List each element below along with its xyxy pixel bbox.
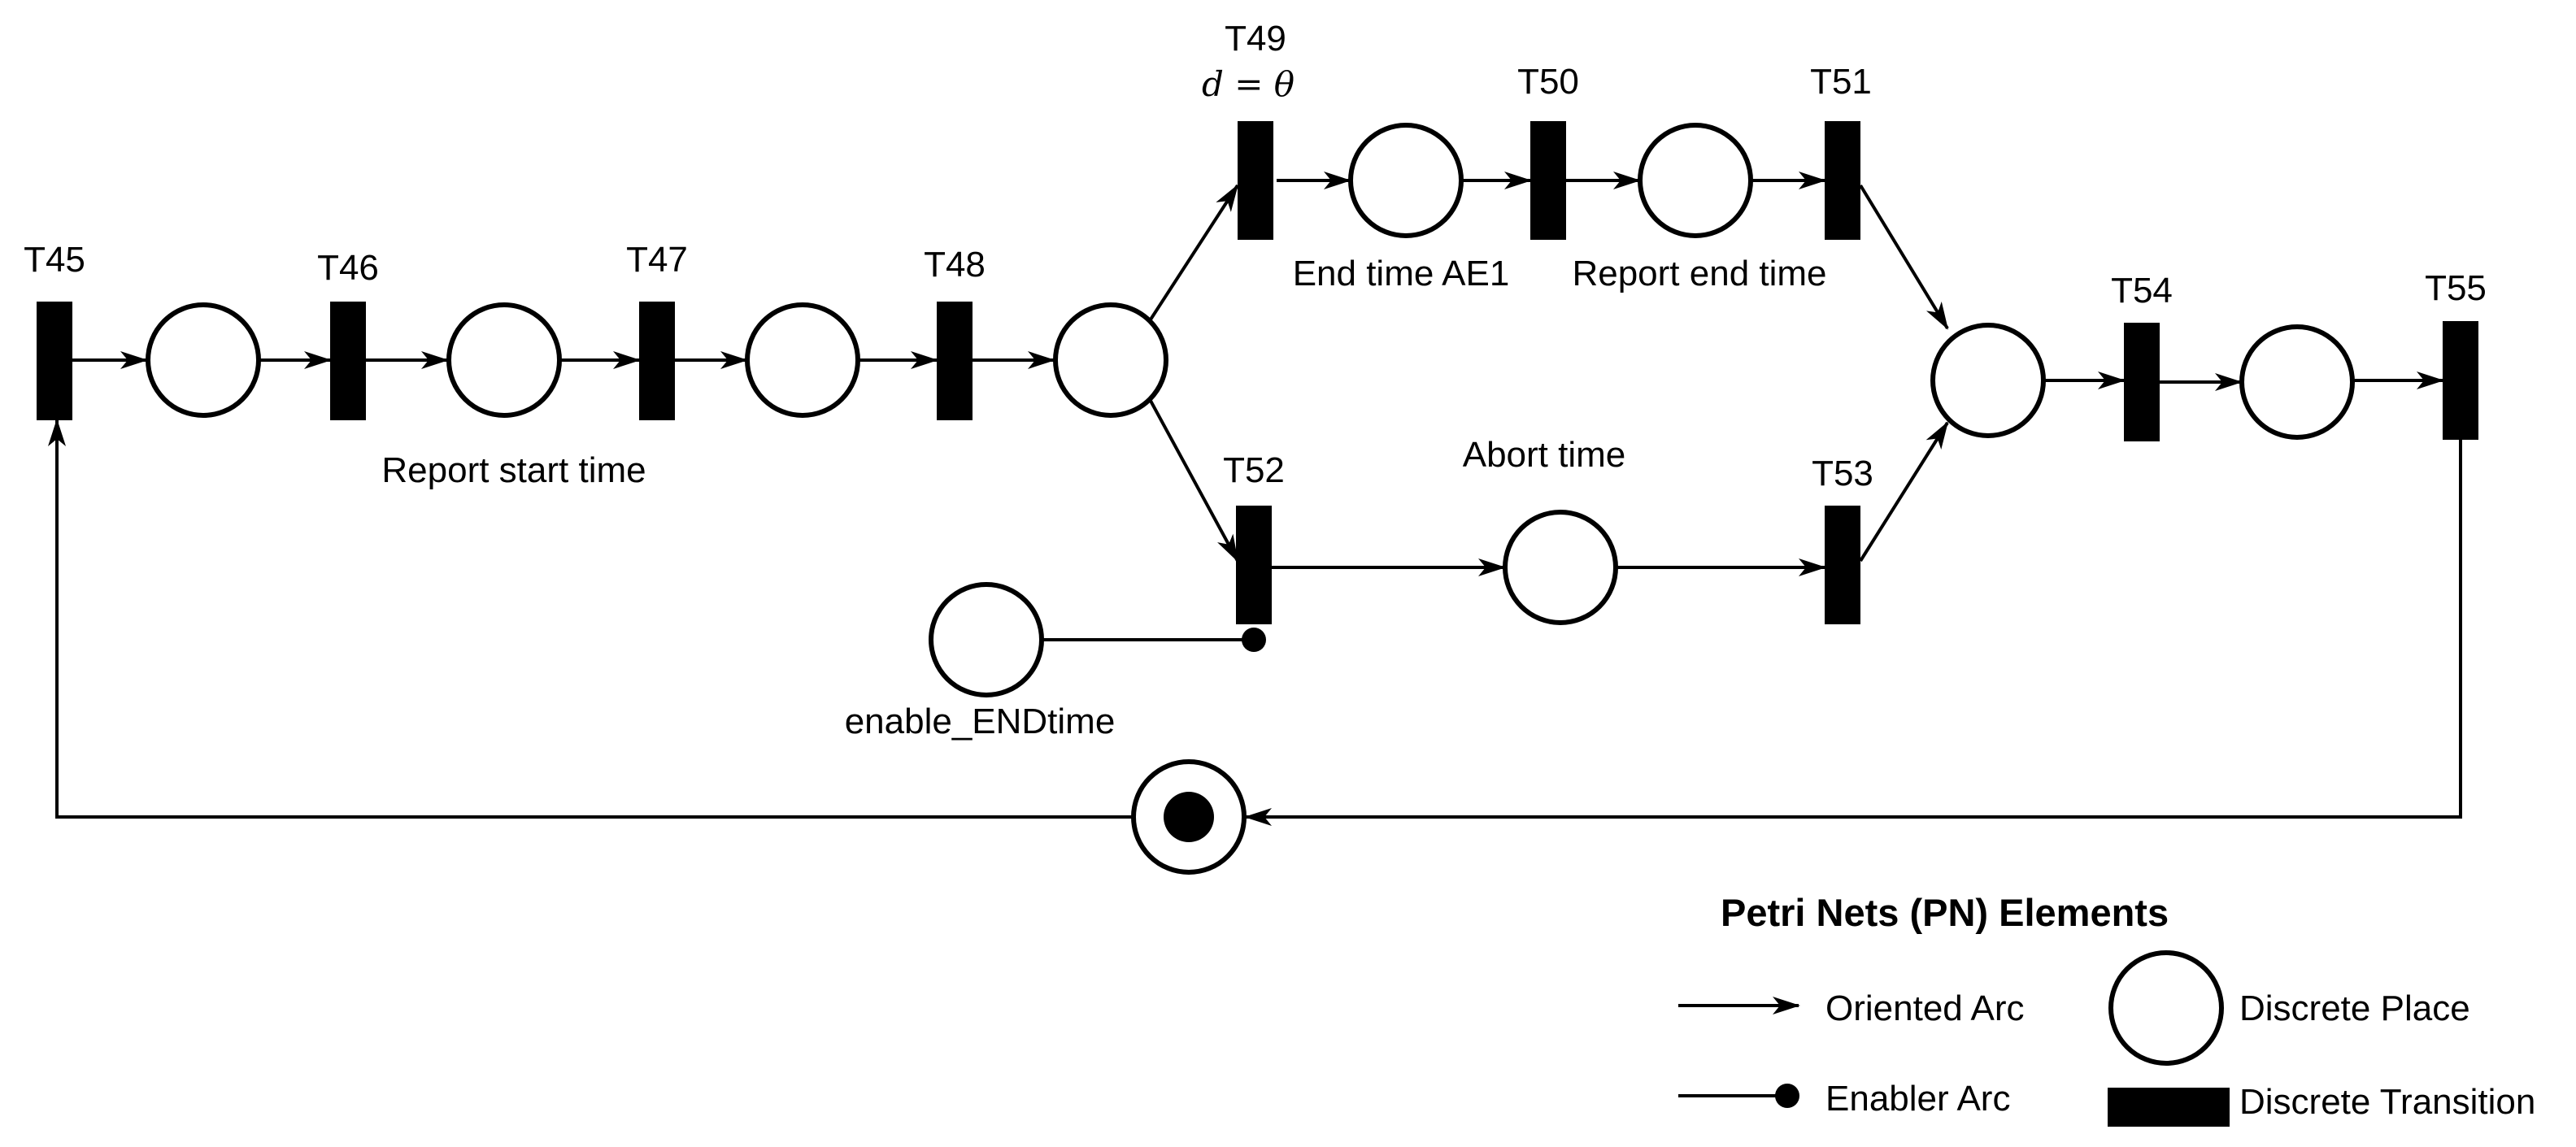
transition-t54 — [2124, 323, 2160, 441]
label-t51: T51 — [1810, 62, 1872, 102]
transition-t49 — [1238, 121, 1273, 240]
legend-enabler-arc-label: Enabler Arc — [1825, 1079, 2010, 1119]
label-enable-endtime: enable_ENDtime — [845, 702, 1116, 741]
token — [1164, 792, 1214, 842]
arc-t51-p7 — [1859, 184, 1949, 330]
legend-discrete-place-label: Discrete Place — [2239, 988, 2470, 1028]
label-report-start-time: Report start time — [381, 450, 646, 490]
place-p3 — [745, 302, 860, 418]
label-report-end-time: Report end time — [1572, 254, 1826, 293]
label-t50: T50 — [1517, 62, 1579, 102]
arc-t55-initial-place — [1244, 439, 2462, 826]
transition-t45 — [37, 302, 72, 420]
place-p7 — [1930, 323, 2046, 438]
arc-p4-t49 — [1149, 184, 1239, 321]
legend-title: Petri Nets (PN) Elements — [1721, 891, 2169, 934]
legend-enabler-arc-dot — [1775, 1084, 1799, 1108]
transition-t53 — [1825, 506, 1860, 624]
label-t47: T47 — [626, 240, 688, 280]
place-p9 — [2239, 324, 2355, 440]
place-abort-time — [1503, 510, 1618, 625]
place-end-time-ae1 — [1348, 123, 1464, 238]
label-t48: T48 — [924, 245, 986, 285]
legend: Petri Nets (PN) Elements Oriented Arc En… — [1678, 891, 2535, 1127]
legend-oriented-arc-label: Oriented Arc — [1825, 988, 2025, 1028]
label-t49: T49 — [1225, 19, 1286, 59]
label-t52: T52 — [1223, 450, 1285, 490]
arc-p4-t52 — [1149, 400, 1239, 563]
transition-t47 — [639, 302, 675, 420]
places — [146, 123, 2355, 875]
enabler-arc-dot — [1242, 628, 1266, 652]
transition-t51 — [1825, 121, 1860, 240]
transition-t50 — [1530, 121, 1566, 240]
arc-t53-p7 — [1859, 421, 1949, 563]
place-p2 — [446, 302, 562, 418]
arcs — [48, 172, 2462, 826]
place-report-end-time — [1638, 123, 1753, 238]
transition-t46 — [330, 302, 366, 420]
place-p1 — [146, 302, 261, 418]
label-t49-delay: d = θ — [1202, 64, 1295, 104]
label-t54: T54 — [2111, 271, 2173, 311]
label-end-time-ae1: End time AE1 — [1293, 254, 1510, 293]
transitions — [37, 121, 2478, 624]
label-t45: T45 — [24, 240, 85, 280]
transition-labels: T45 T46 T47 T48 T49 d = θ T50 T51 T52 T5… — [24, 19, 2487, 493]
legend-discrete-transition-icon — [2108, 1088, 2230, 1127]
place-labels: Report start time End time AE1 Report en… — [381, 254, 1826, 741]
legend-discrete-place-icon — [2108, 950, 2224, 1066]
transition-t48 — [937, 302, 973, 420]
label-t46: T46 — [317, 248, 379, 288]
transition-t55 — [2443, 321, 2478, 440]
arc-initial-place-t45 — [48, 419, 1132, 819]
place-enable-endtime — [929, 582, 1044, 697]
label-abort-time: Abort time — [1463, 435, 1626, 475]
label-t53: T53 — [1812, 454, 1873, 493]
legend-discrete-transition-label: Discrete Transition — [2239, 1082, 2535, 1122]
label-t55: T55 — [2425, 268, 2487, 308]
transition-t52 — [1236, 506, 1272, 624]
place-p4 — [1053, 302, 1168, 418]
